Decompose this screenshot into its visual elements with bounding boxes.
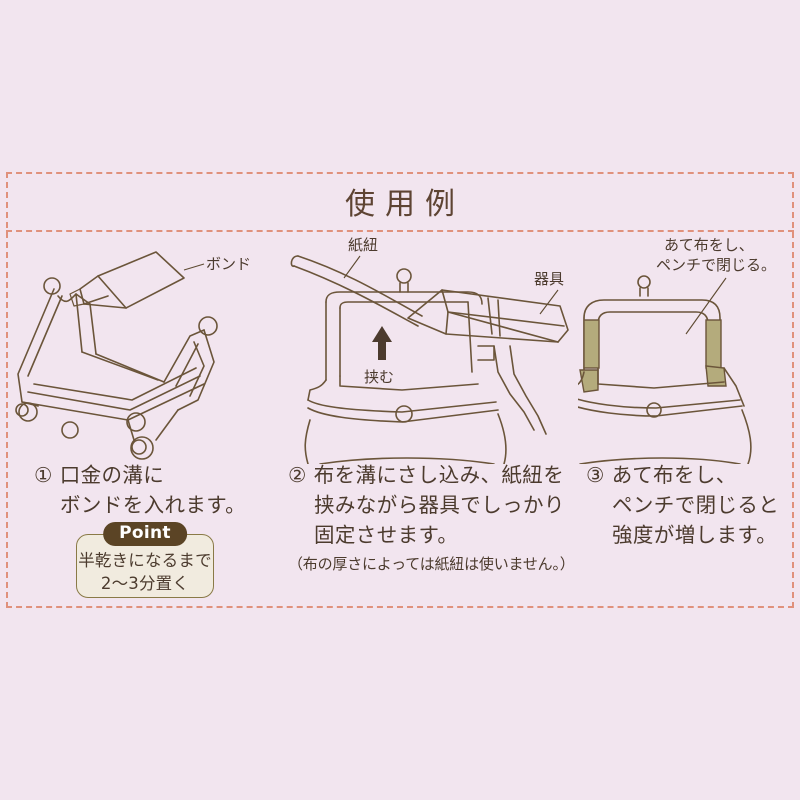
art-label-backing-cloth-line-2: ペンチで閉じる。 <box>656 256 776 274</box>
tool-drawing <box>407 289 569 435</box>
backing-cloth-left-lower <box>579 369 599 393</box>
step-1-caption: ① 口金の溝に ボンドを入れます。 <box>34 460 308 520</box>
step-2-caption: ② 布を溝にさし込み、紙紐を 挟みながら器具でしっかり 固定させます。 （布の厚… <box>288 460 584 575</box>
step-2-illustration: 紙紐 <box>282 234 578 464</box>
step-1: ボンド <box>8 234 282 606</box>
art-label-paper-cord: 紙紐 <box>348 236 378 254</box>
step-2-note: （布の厚さによっては紙紐は使いません。） <box>288 555 575 573</box>
backing-cloth-right-lower <box>705 365 727 387</box>
step-2-line-3: 固定させます。 <box>314 523 459 547</box>
point-line-1: 半乾きになるまで <box>78 551 212 570</box>
purse-frame-drawing <box>15 277 218 460</box>
step-3-caption: ③ あて布をし、 ペンチで閉じると 強度が増します。 <box>586 460 800 550</box>
paper-cord-leader-line <box>343 255 361 279</box>
step-1-line-2: ボンドを入れます。 <box>60 493 247 517</box>
glue-tube-icon <box>69 251 185 309</box>
paper-cord-drawing <box>290 255 423 327</box>
art-label-backing-cloth-line-1: あて布をし、 <box>664 236 754 254</box>
usage-example-panel <box>6 172 794 608</box>
art-label-pinch: 挟む <box>364 368 394 386</box>
point-line-2: 2〜3分置く <box>100 574 190 593</box>
bond-leader-line <box>183 263 205 271</box>
point-box: Point 半乾きになるまで 2〜3分置く <box>76 522 214 598</box>
step-3: あて布をし、 ペンチで閉じる。 <box>578 234 792 606</box>
step-3-line-3: 強度が増します。 <box>612 523 778 547</box>
page-title: 使用例 <box>345 187 465 222</box>
step-2-line-1: ② 布を溝にさし込み、紙紐を <box>288 463 565 487</box>
closed-purse-frame-drawing <box>578 275 752 464</box>
step-3-line-1: ③ あて布をし、 <box>586 463 737 487</box>
purse-with-frame-drawing <box>304 268 569 464</box>
pinch-arrow-icon <box>372 326 392 360</box>
point-text: 半乾きになるまで 2〜3分置く <box>77 535 213 595</box>
step-1-line-1: ① 口金の溝に <box>34 463 165 487</box>
backing-cloth-left <box>583 319 600 369</box>
art-label-tool: 器具 <box>534 270 564 288</box>
usage-title-bar: 使用例 <box>6 172 794 232</box>
step-3-line-2: ペンチで閉じると <box>612 493 780 517</box>
backing-cloth-leader-line <box>685 277 727 335</box>
step-3-illustration: あて布をし、 ペンチで閉じる。 <box>578 234 792 464</box>
step-2: 紙紐 <box>282 234 578 606</box>
steps-container: ボンド <box>8 234 792 606</box>
backing-cloth-right <box>705 319 722 369</box>
point-badge: Point <box>103 522 187 546</box>
art-label-bond: ボンド <box>206 255 251 273</box>
step-1-illustration: ボンド <box>8 234 282 464</box>
tool-leader-line <box>539 289 559 315</box>
step-2-line-2: 挟みながら器具でしっかり <box>314 493 565 517</box>
